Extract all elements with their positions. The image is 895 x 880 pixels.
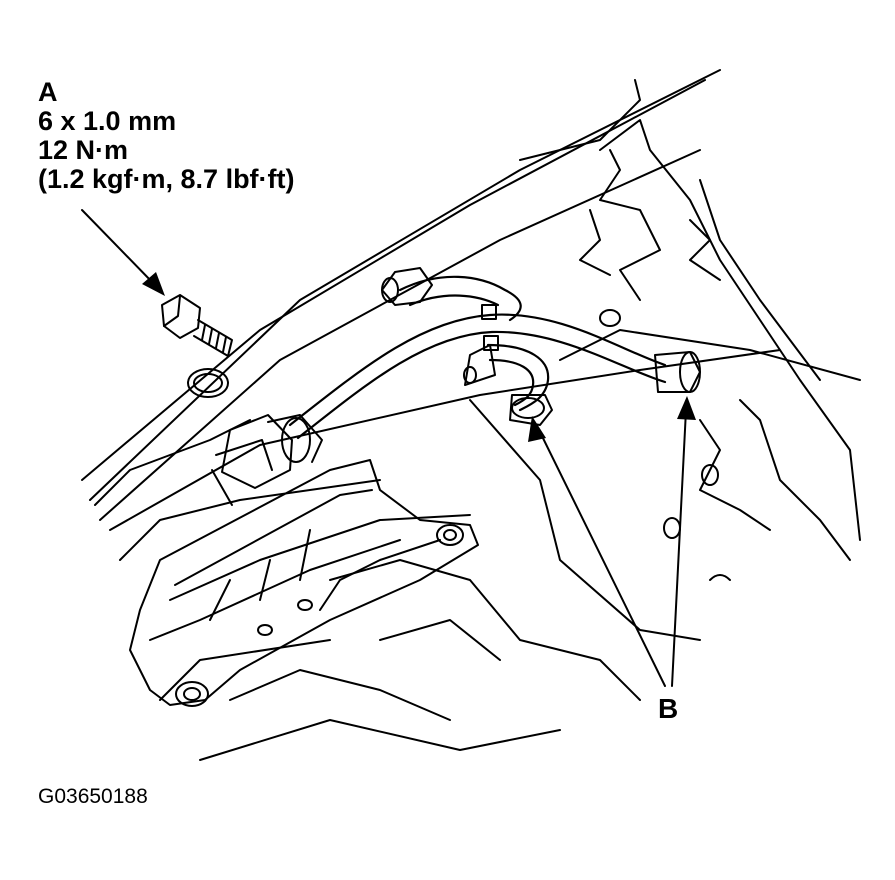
callout-a-letter: A	[38, 77, 58, 107]
transmission-housing	[81, 69, 861, 761]
callout-b: B	[658, 694, 678, 723]
callout-a: A 6 x 1.0 mm 12 N·m (1.2 kgf·m, 8.7 lbf·…	[38, 78, 295, 194]
mount-bracket	[129, 459, 479, 707]
cooler-lines	[288, 275, 667, 440]
bolt-size-label: 6 x 1.0 mm	[38, 106, 177, 136]
line-fitting	[211, 414, 323, 506]
leader-arrows-b	[528, 396, 696, 687]
figure-id: G03650188	[38, 785, 148, 808]
torque-alt-label: (1.2 kgf·m, 8.7 lbf·ft)	[38, 164, 295, 194]
callout-b-letter: B	[658, 693, 679, 724]
torque-label: 12 N·m	[38, 135, 129, 165]
bolt-a	[161, 294, 233, 357]
hose-connectors	[381, 267, 701, 426]
leader-arrow-a	[81, 209, 165, 296]
housing-fittings	[187, 309, 731, 581]
